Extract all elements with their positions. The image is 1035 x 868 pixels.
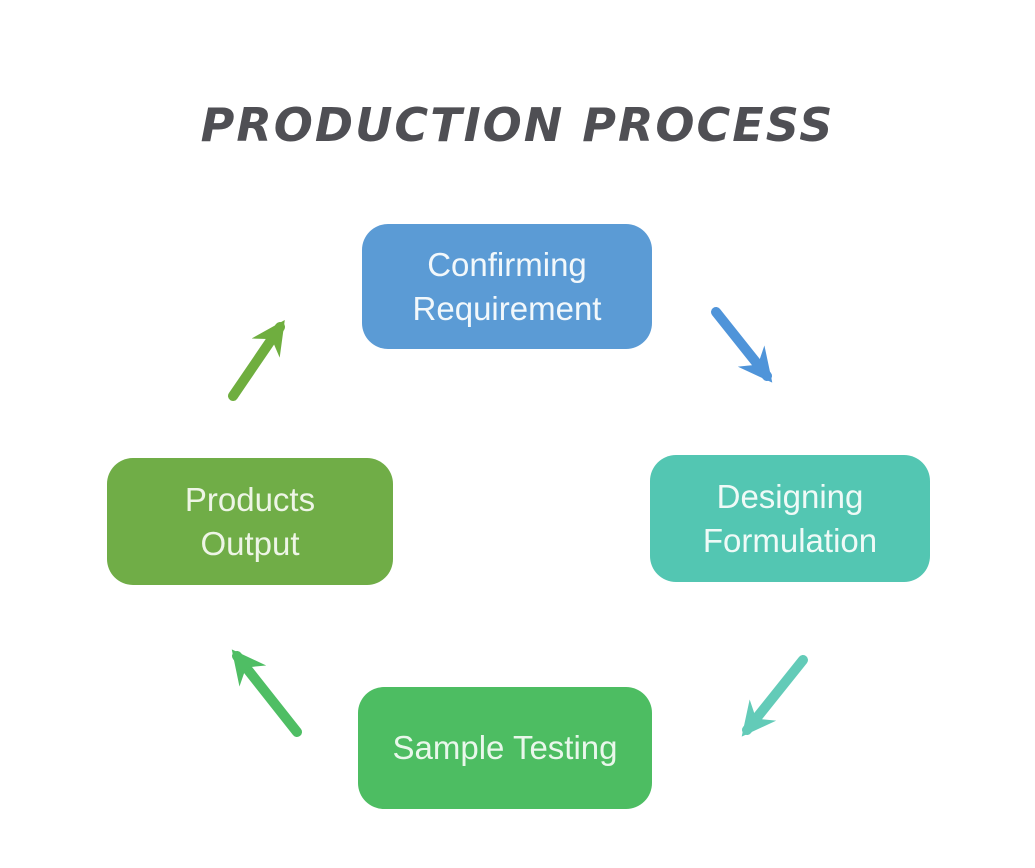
arrow-designing-to-sample (741, 655, 808, 737)
node-label-line: Output (200, 524, 300, 562)
arrow-products-to-confirming (228, 319, 285, 401)
node-confirming-requirement: Confirming Requirement (362, 224, 652, 349)
node-label-line: Confirming (427, 245, 587, 283)
page-title: PRODUCTION PROCESS (200, 98, 835, 152)
node-sample-testing: Sample Testing (358, 687, 652, 809)
node-products-output: Products Output (107, 458, 393, 585)
arrow-confirming-to-designing (711, 307, 773, 383)
node-label-line: Sample Testing (392, 729, 618, 767)
node-label-line: Formulation (702, 521, 878, 559)
arrow-sample-to-products (231, 649, 302, 737)
node-label-line: Designing (716, 477, 864, 515)
node-designing-formulation: Designing Formulation (650, 455, 930, 582)
node-label-line: Products (184, 480, 316, 518)
node-label-line: Requirement (412, 289, 602, 327)
